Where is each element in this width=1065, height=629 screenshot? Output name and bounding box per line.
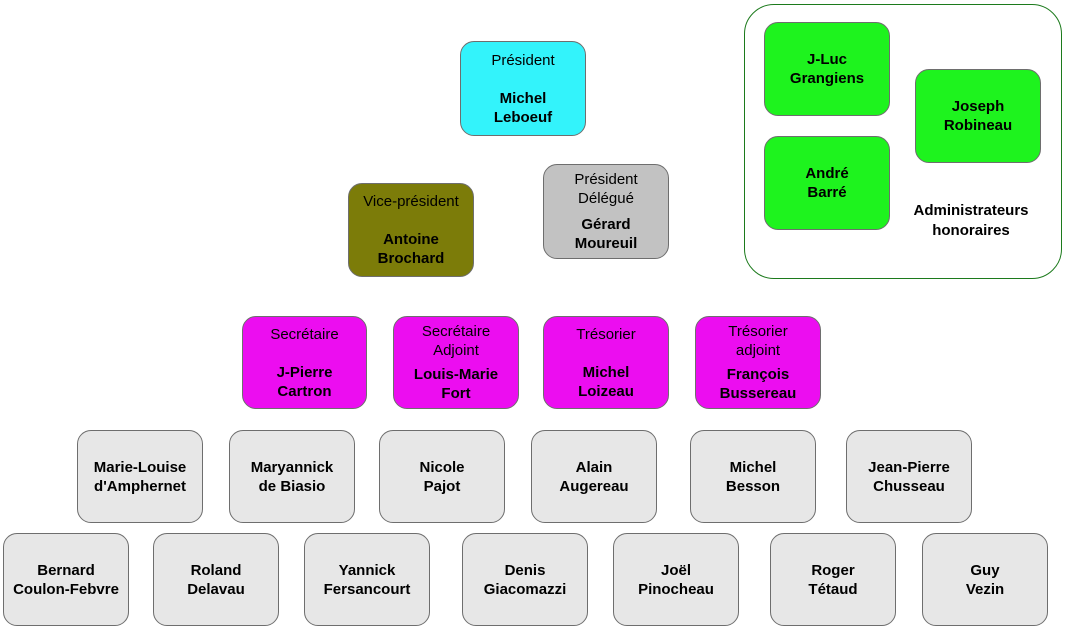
member-box: Jean-Pierre Chusseau [846, 430, 972, 523]
person-name: Joseph Robineau [943, 98, 1013, 134]
person-name: Denis Giacomazzi [483, 561, 567, 598]
role-label: Président Délégué [574, 171, 638, 207]
person-name: Maryannick de Biasio [250, 458, 334, 495]
person-name: Yannick Fersancourt [323, 561, 411, 598]
person-name: André Barré [805, 165, 849, 201]
role-label: Président [491, 51, 555, 69]
person-name: J-Luc Grangiens [789, 51, 865, 87]
president-box: Président Michel Leboeuf [460, 41, 586, 136]
member-box: Roland Delavau [153, 533, 279, 626]
person-name: Roland Delavau [187, 561, 245, 598]
member-box: Michel Besson [690, 430, 816, 523]
person-name: Roger Tétaud [808, 561, 858, 598]
honorary-frame [744, 4, 1062, 279]
person-name: J-Pierre Cartron [276, 363, 333, 400]
member-box: Bernard Coulon-Febvre [3, 533, 129, 626]
member-box: Maryannick de Biasio [229, 430, 355, 523]
honorary-box: André Barré [764, 136, 890, 230]
member-box: Alain Augereau [531, 430, 657, 523]
honorary-box: Joseph Robineau [915, 69, 1041, 163]
bureau-box-secretaire: Secrétaire J-Pierre Cartron [242, 316, 367, 409]
role-label: Trésorier adjoint [728, 323, 788, 359]
bureau-box-secretaire-adjoint: Secrétaire Adjoint Louis-Marie Fort [393, 316, 519, 409]
role-label: Secrétaire [270, 325, 339, 343]
president-delegue-box: Président Délégué Gérard Moureuil [543, 164, 669, 259]
person-name: Joël Pinocheau [638, 561, 714, 598]
person-name: Guy Vezin [965, 561, 1005, 598]
person-name: Bernard Coulon-Febvre [13, 561, 119, 598]
person-name: Alain Augereau [559, 458, 629, 495]
person-name: Nicole Pajot [419, 458, 465, 495]
member-box: Denis Giacomazzi [462, 533, 588, 626]
role-label: Trésorier [576, 325, 636, 343]
member-box: Joël Pinocheau [613, 533, 739, 626]
person-name: Michel Loizeau [578, 363, 634, 400]
person-name: Antoine Brochard [377, 231, 445, 267]
member-box: Nicole Pajot [379, 430, 505, 523]
role-label: Secrétaire Adjoint [421, 323, 491, 359]
person-name: Jean-Pierre Chusseau [868, 458, 950, 495]
member-box: Marie-Louise d'Amphernet [77, 430, 203, 523]
person-name: Michel Besson [725, 458, 781, 495]
person-name: Louis-Marie Fort [413, 366, 499, 402]
person-name: Gérard Moureuil [574, 216, 638, 252]
member-box: Guy Vezin [922, 533, 1048, 626]
person-name: François Bussereau [719, 366, 797, 402]
member-box: Roger Tétaud [770, 533, 896, 626]
person-name: Michel Leboeuf [493, 89, 553, 126]
honorary-box: J-Luc Grangiens [764, 22, 890, 116]
bureau-box-tresorier: Trésorier Michel Loizeau [543, 316, 669, 409]
member-box: Yannick Fersancourt [304, 533, 430, 626]
role-label: Vice-président [363, 193, 459, 210]
person-name: Marie-Louise d'Amphernet [93, 458, 187, 495]
bureau-box-tresorier-adjoint: Trésorier adjoint François Bussereau [695, 316, 821, 409]
honorary-label: Administrateurs honoraires [913, 202, 1029, 239]
vice-president-box: Vice-président Antoine Brochard [348, 183, 474, 277]
